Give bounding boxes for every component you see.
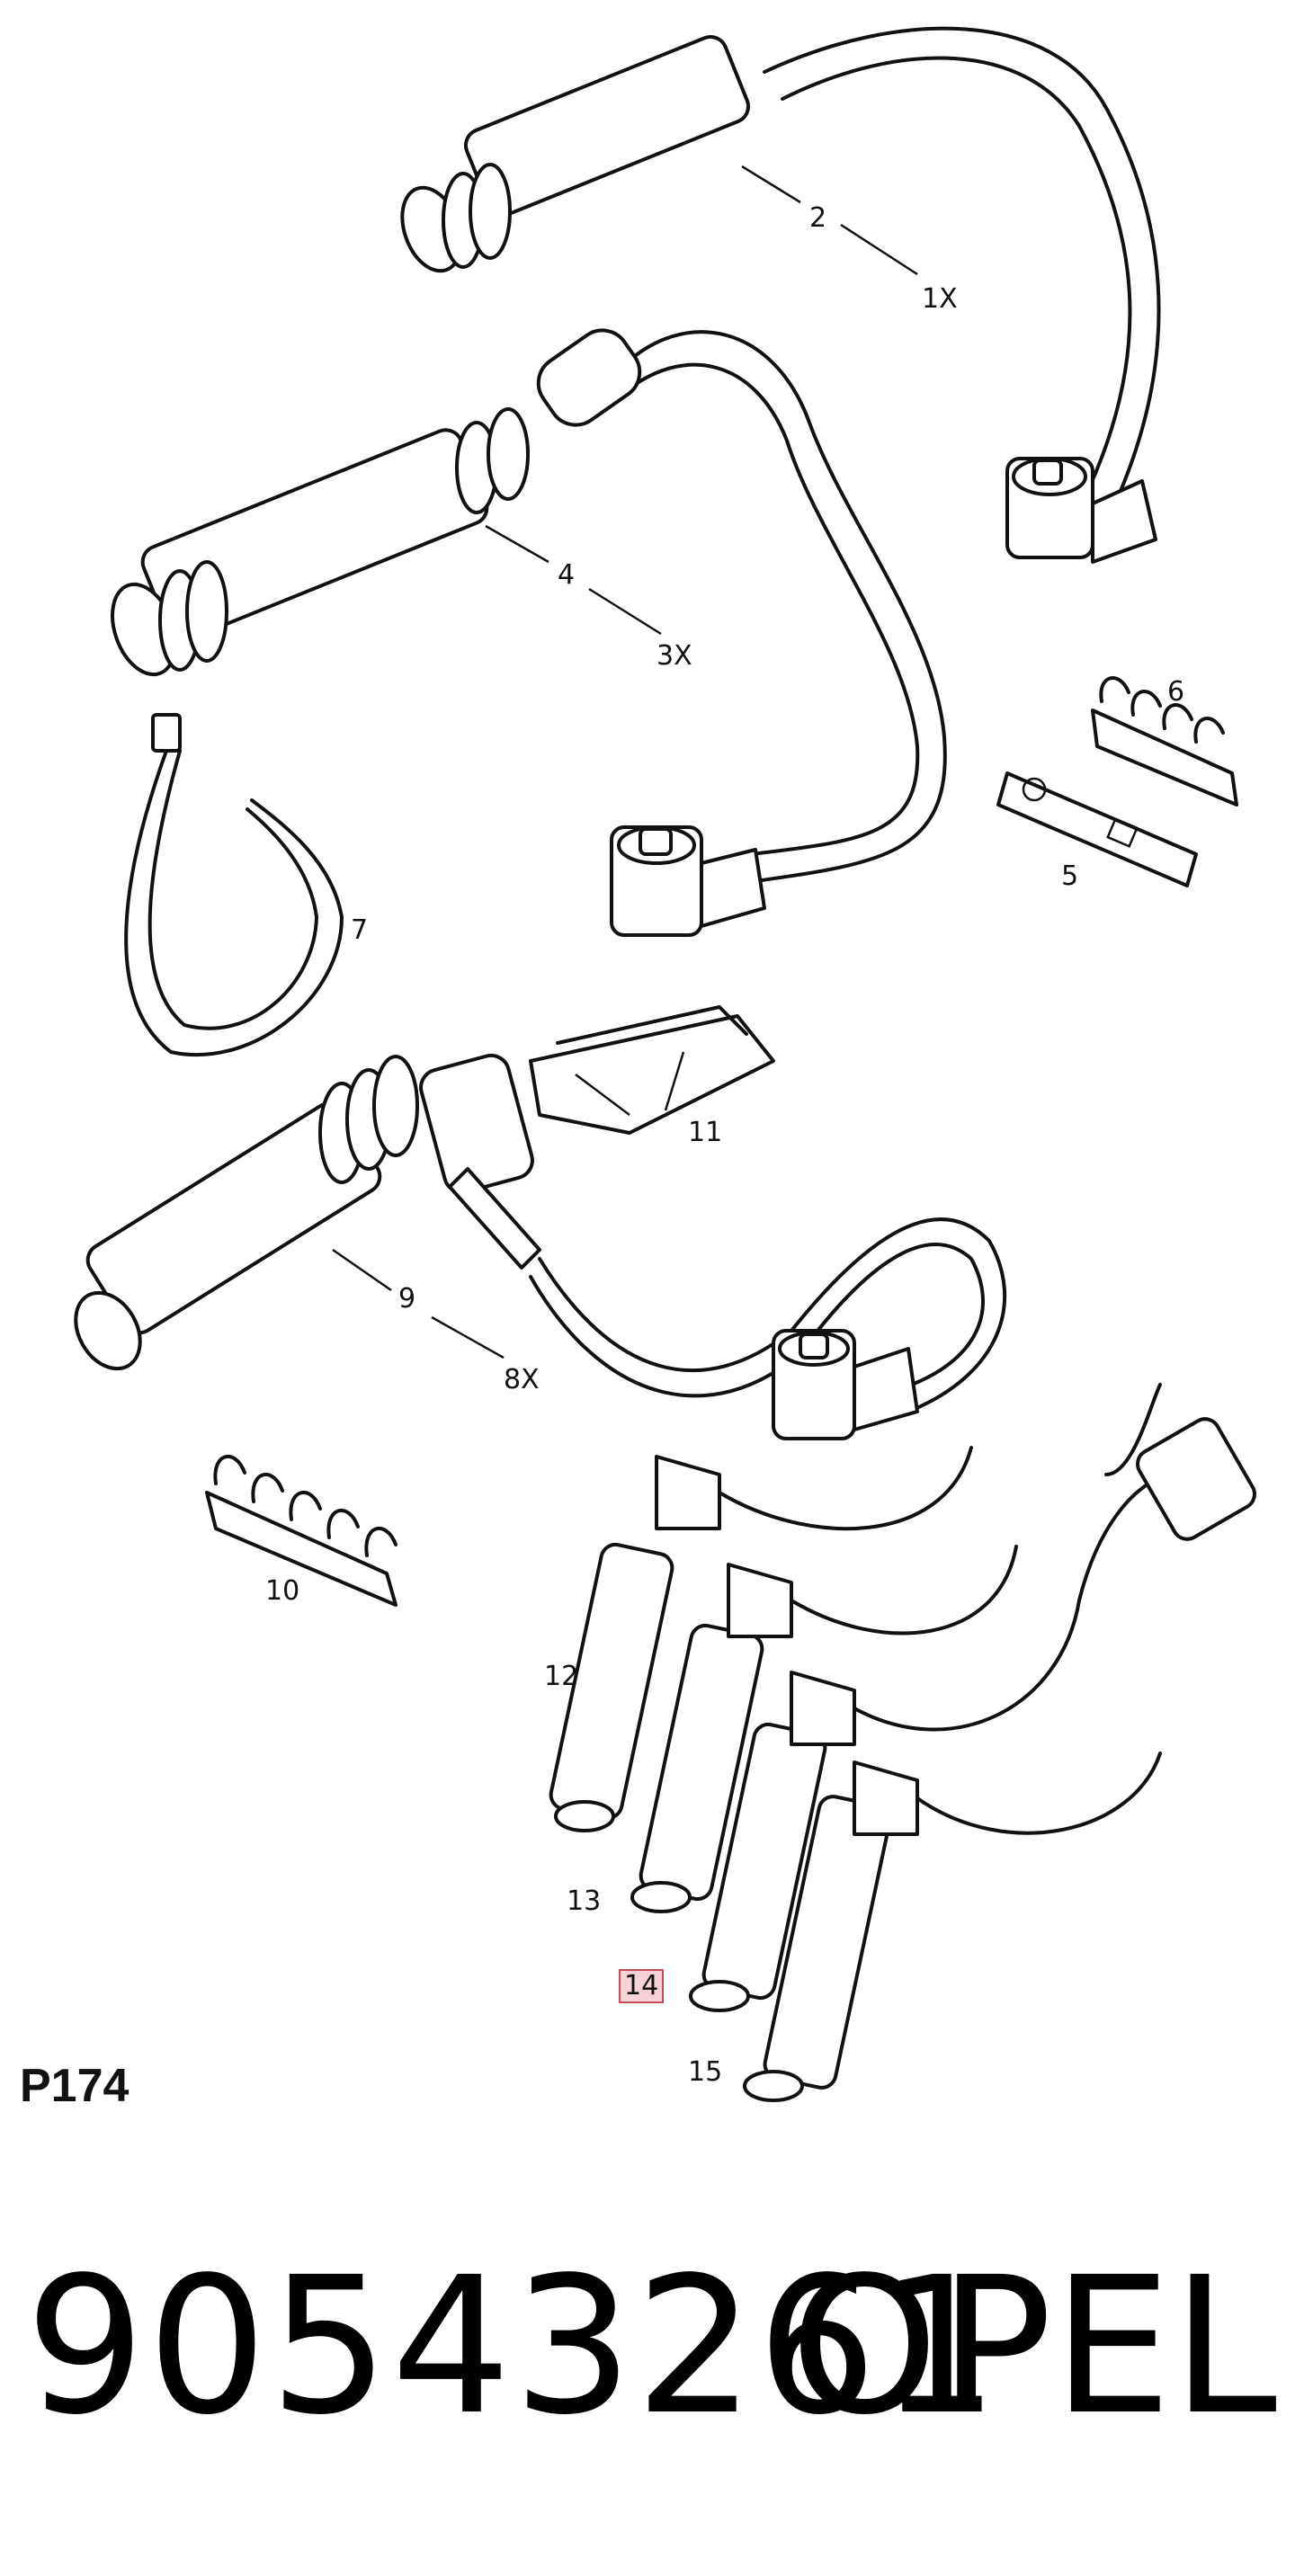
callout-11: 11 (688, 1117, 723, 1148)
callout-9: 9 (398, 1283, 416, 1315)
callout-7: 7 (351, 914, 369, 946)
clip-6 (1091, 676, 1238, 807)
brand-name: OPEL (790, 2236, 1277, 2456)
plug-lead-15 (743, 1752, 1162, 2102)
clip-10 (205, 1455, 397, 1607)
ignition-wire-diagram: 2 1X 4 3X 6 5 7 11 9 8X 10 12 13 14 15 (74, 26, 1256, 2102)
callout-12: 12 (544, 1661, 579, 1692)
callout-14-highlighted[interactable]: 14 (619, 1969, 665, 2003)
plug-lead-12 (549, 1446, 973, 1832)
callout-15: 15 (688, 2056, 723, 2088)
callout-13: 13 (567, 1885, 602, 1917)
ignition-lead-2 (400, 26, 1161, 564)
bracket-5 (996, 771, 1198, 887)
callout-4: 4 (558, 559, 576, 591)
callout-8x: 8X (504, 1364, 540, 1395)
callout-10: 10 (265, 1575, 300, 1607)
ignition-lead-4 (111, 328, 947, 937)
leader-lines (332, 165, 918, 1359)
plug-lead-13 (630, 1545, 1018, 1913)
page-code: P174 (20, 2060, 130, 2112)
callout-1x: 1X (922, 283, 958, 315)
diagram-drawing (74, 26, 1256, 2102)
part-number: 90543261 (25, 2236, 1001, 2456)
coil-connector (1104, 1383, 1256, 1541)
holder-11 (529, 1005, 775, 1135)
cable-tie-7 (124, 713, 344, 1057)
callout-5: 5 (1061, 860, 1079, 892)
callout-2: 2 (809, 202, 827, 234)
ignition-lead-9 (74, 1053, 1007, 1440)
callout-3x: 3X (656, 640, 692, 672)
callout-6: 6 (1167, 676, 1185, 708)
plug-lead-14 (689, 1473, 1171, 2012)
